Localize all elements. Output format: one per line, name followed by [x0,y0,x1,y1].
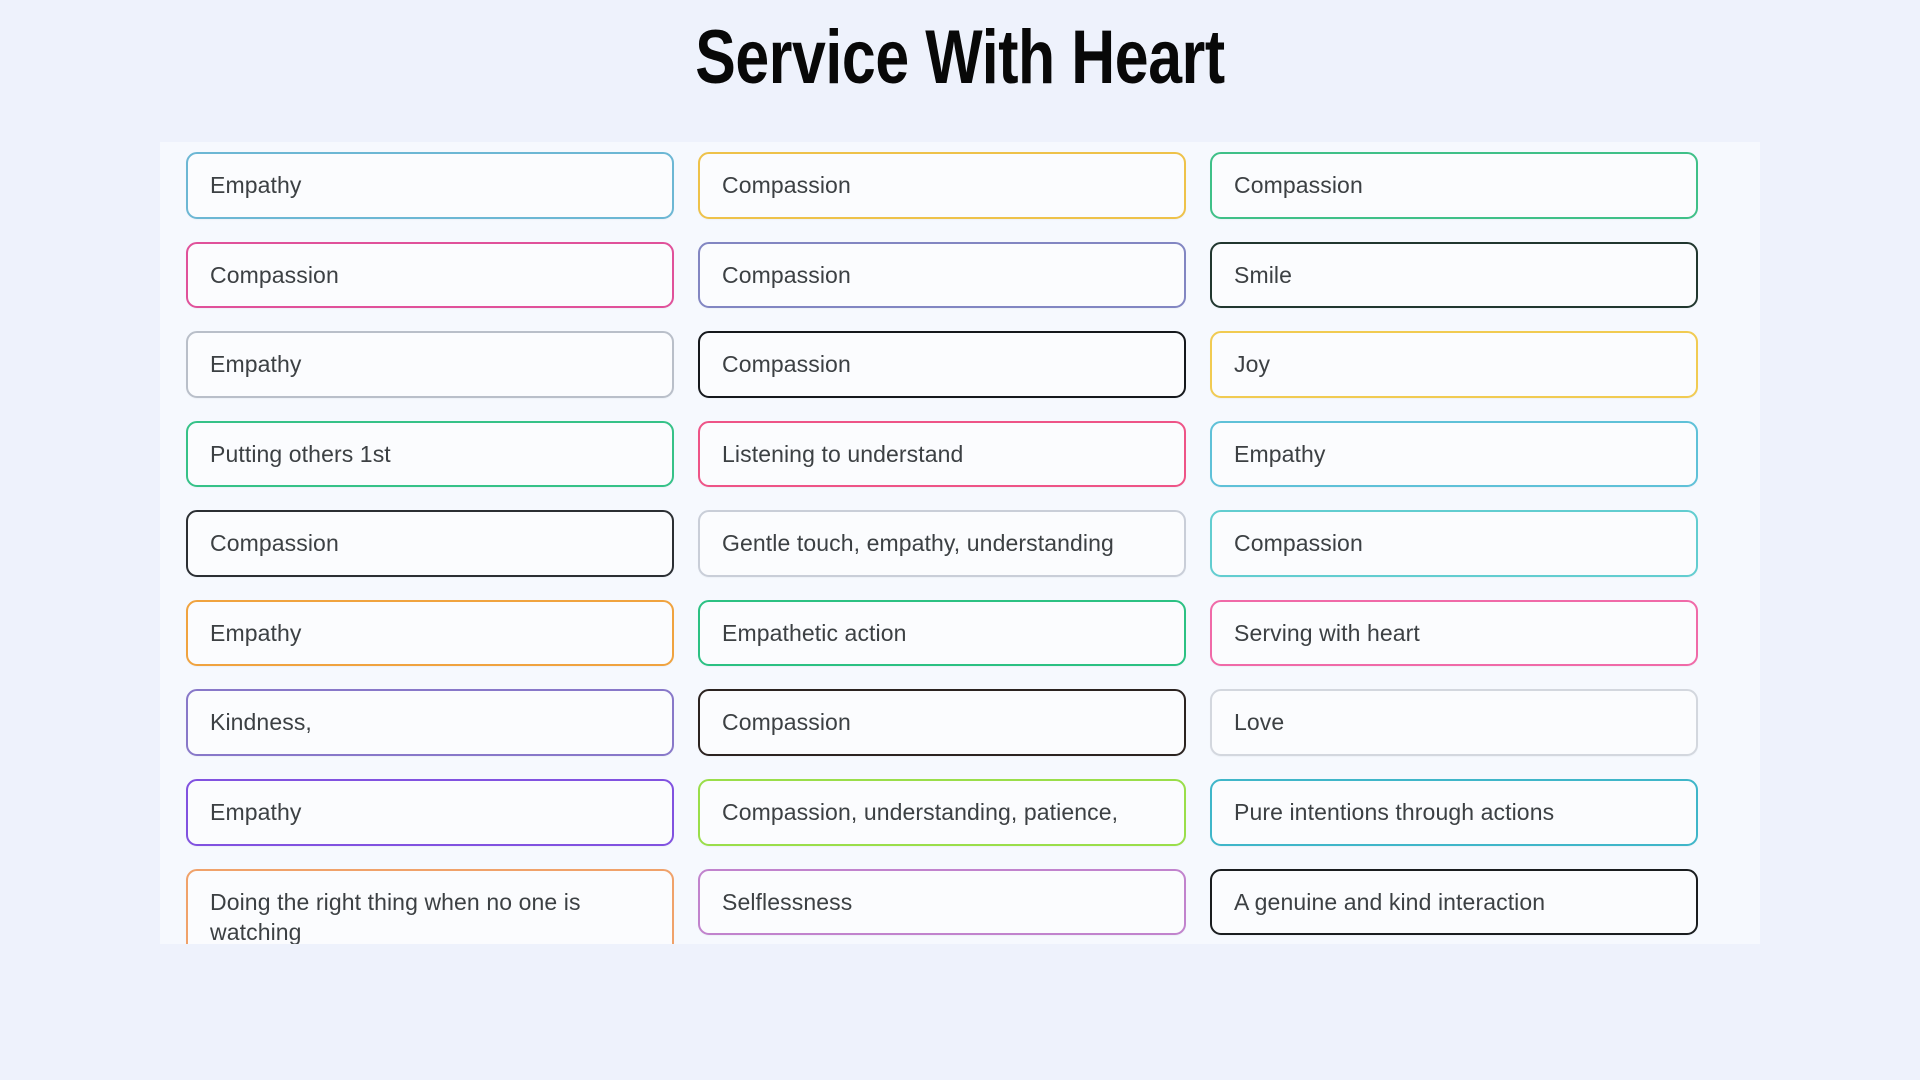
card[interactable]: Pure intentions through actions [1210,779,1698,846]
card-text: Empathetic action [722,619,907,646]
card[interactable]: Compassion [698,241,1186,309]
card-text: Empathy [1234,440,1326,467]
card[interactable]: Compassion [1210,152,1698,219]
card-text: Doing the right thing when no one is wat… [210,888,581,944]
page-title: Service With Heart [695,15,1225,100]
card-text: Serving with heart [1234,619,1420,646]
card[interactable]: Listening to understand [698,420,1186,488]
card-text: A genuine and kind interaction [1234,888,1546,915]
card[interactable]: Compassion [698,689,1186,757]
card-text: Selflessness [722,888,853,915]
card[interactable]: A genuine and kind interaction [1210,868,1698,936]
card-text: Compassion [722,172,851,198]
card[interactable]: Smile [1210,241,1698,309]
card-text: Compassion [722,261,851,288]
card-text: Pure intentions through actions [1234,799,1555,826]
card-text: Kindness, [210,709,312,736]
card[interactable]: Empathy [1210,420,1698,488]
card-text: Love [1234,709,1285,736]
card-text: Empathy [210,172,302,198]
card[interactable]: Empathy [186,331,674,398]
card[interactable]: Serving with heart [1210,599,1698,667]
card[interactable]: Empathy [186,779,674,846]
card-text: Empathy [210,799,302,826]
page-header: Service With Heart [0,0,1920,110]
card-text: Empathy [210,351,302,378]
card-text: Listening to understand [722,440,964,467]
card-text: Empathy [210,619,302,646]
card[interactable]: Empathy [186,599,674,667]
card[interactable]: Empathy [186,152,674,219]
card-text: Compassion [722,351,851,378]
card-text: Gentle touch, empathy, understanding [722,530,1114,557]
card[interactable]: Compassion [186,241,674,309]
card[interactable]: Compassion, understanding, patience, [698,779,1186,846]
card[interactable]: Putting others 1st [186,420,674,488]
card[interactable]: Gentle touch, empathy, understanding [698,510,1186,577]
card-text: Compassion [722,709,851,736]
card[interactable]: Kindness, [186,689,674,757]
card[interactable]: Compassion [1210,510,1698,577]
card[interactable]: Empathetic action [698,599,1186,667]
card-text: Compassion [1234,530,1363,557]
card-text: Joy [1234,351,1271,378]
card-text: Compassion [210,261,339,288]
card-text: Smile [1234,261,1293,288]
card[interactable]: Compassion [698,331,1186,398]
card[interactable]: Love [1210,689,1698,757]
card-text: Putting others 1st [210,440,391,467]
card[interactable]: Compassion [698,152,1186,219]
card[interactable]: Compassion [186,510,674,577]
card[interactable]: Joy [1210,331,1698,398]
card[interactable]: Selflessness [698,868,1186,936]
card-text: Compassion [1234,172,1363,198]
card-text: Compassion [210,530,339,557]
card-text: Compassion, understanding, patience, [722,799,1119,826]
card[interactable]: Doing the right thing when no one is wat… [186,868,674,944]
